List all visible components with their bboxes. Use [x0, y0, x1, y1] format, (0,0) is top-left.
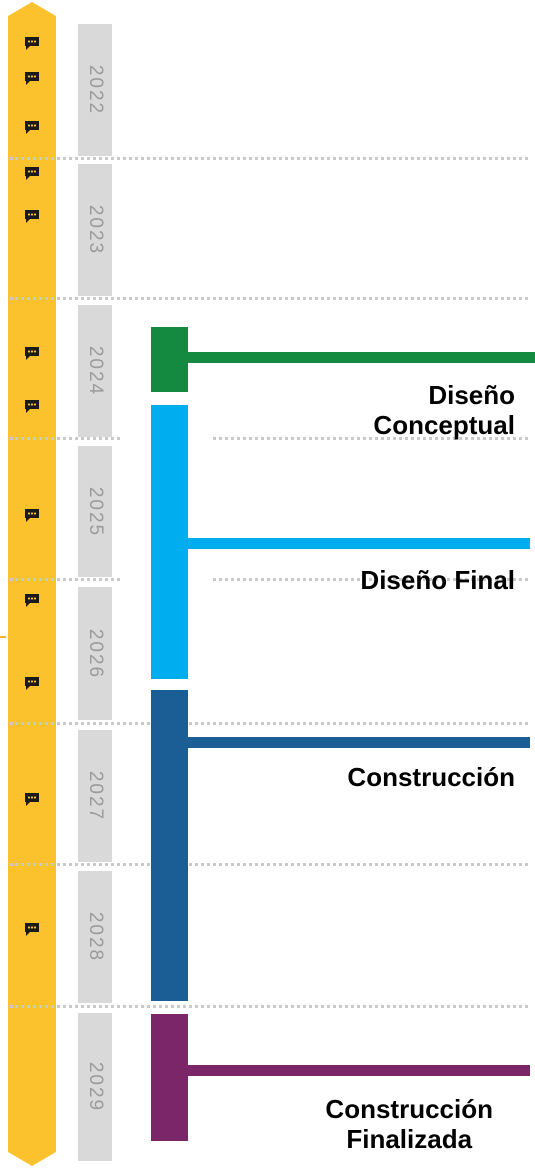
year-divider [10, 157, 528, 160]
year-divider [10, 437, 528, 440]
phase-bar [151, 327, 188, 392]
chat-bubble-icon [25, 677, 39, 690]
phase-label-line: Construcción [347, 762, 515, 792]
chat-bubble-icon [25, 594, 39, 607]
timeline-left-tick [0, 636, 6, 638]
chat-bubble-icon [25, 167, 39, 180]
phase-connector [188, 538, 530, 549]
timeline-arrow-body [8, 2, 56, 1166]
phase-connector [188, 352, 535, 363]
chat-bubble-icon [25, 793, 39, 806]
phase-bar [151, 1014, 188, 1141]
year-cell-2026: 2026 [78, 587, 112, 720]
chat-bubble-icon [25, 72, 39, 85]
phase-label-construction: Construcción [347, 762, 515, 792]
phase-connector [188, 737, 530, 748]
year-cell-2025: 2025 [78, 446, 112, 577]
phase-construction [151, 690, 530, 1001]
year-cell-2027: 2027 [78, 730, 112, 862]
year-divider [10, 578, 528, 581]
phase-bar [151, 690, 188, 1001]
year-divider [10, 863, 528, 866]
phase-label-conceptual-design: Diseño Conceptual [373, 380, 515, 440]
phase-conceptual-design [151, 327, 535, 392]
year-divider [10, 722, 528, 725]
chat-bubble-icon [25, 210, 39, 223]
phase-label-final-design: Diseño Final [360, 565, 515, 595]
phase-label-line: Construcción [325, 1094, 493, 1124]
phase-construction-finished [151, 1014, 530, 1141]
phase-final-design [151, 405, 530, 679]
year-cell-2028: 2028 [78, 871, 112, 1003]
year-cell-2029: 2029 [78, 1013, 112, 1161]
year-divider [10, 297, 528, 300]
phase-label-construction-finished: Construcción Finalizada [325, 1094, 493, 1154]
chat-bubble-icon [25, 400, 39, 413]
year-cell-2024: 2024 [78, 305, 112, 437]
chat-bubble-icon [25, 923, 39, 936]
chat-bubble-icon [25, 347, 39, 360]
year-divider [10, 1005, 528, 1008]
chat-bubble-icon [25, 509, 39, 522]
phase-connector [188, 1065, 530, 1076]
year-cell-2022: 2022 [78, 24, 112, 156]
year-cell-2023: 2023 [78, 164, 112, 296]
phase-bar [151, 405, 188, 679]
phase-label-line: Diseño Final [360, 565, 515, 595]
phase-label-line: Diseño [428, 380, 515, 410]
phase-label-line: Finalizada [346, 1124, 473, 1154]
phase-label-line: Conceptual [373, 410, 515, 440]
chat-bubble-icon [25, 37, 39, 50]
chat-bubble-icon [25, 121, 39, 134]
